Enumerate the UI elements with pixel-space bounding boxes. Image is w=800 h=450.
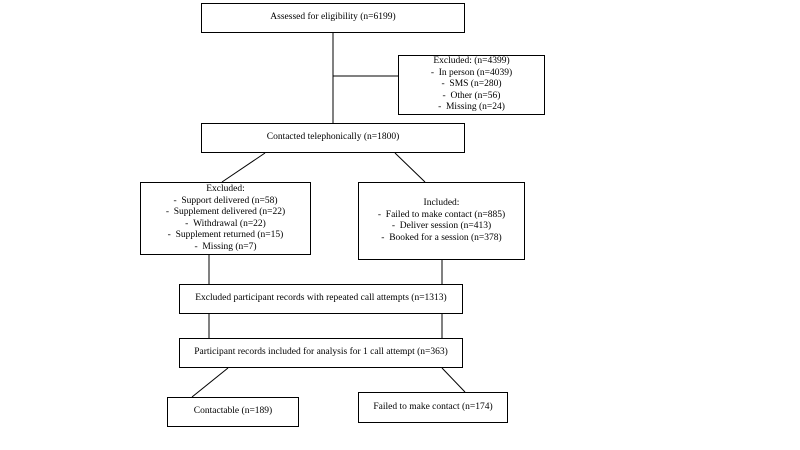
contactable-box: Contactable (n=189) (167, 397, 299, 427)
repeated-attempts-text: Excluded participant records with repeat… (195, 293, 447, 304)
included-right-item: Deliver session (n=413) (378, 221, 505, 233)
contactable-text: Contactable (n=189) (193, 406, 273, 417)
included-right-item: Booked for a session (n=378) (378, 233, 505, 245)
excluded-left-title: Excluded: (206, 184, 245, 194)
failed-contact-text: Failed to make contact (n=174) (373, 401, 493, 412)
excluded-left-item: Supplement delivered (n=22) (166, 207, 285, 219)
excluded-left-item: Missing (n=7) (166, 242, 285, 254)
repeated-attempts-box: Excluded participant records with repeat… (179, 284, 463, 314)
excluded-top-item: SMS (n=280) (431, 79, 512, 91)
assessed-text: Assessed for eligibility (n=6199) (270, 12, 396, 23)
excluded-top-list: In person (n=4039) SMS (n=280) Other (n=… (431, 68, 512, 114)
excluded-left-item: Support delivered (n=58) (166, 196, 285, 208)
excluded-left-box: Excluded: Support delivered (n=58) Suppl… (140, 182, 311, 255)
excluded-left-item: Withdrawal (n=22) (166, 219, 285, 231)
analysis-text: Participant records included for analysi… (194, 347, 448, 358)
included-right-list: Failed to make contact (n=885) Deliver s… (378, 210, 505, 245)
excluded-top-box: Excluded: (n=4399) In person (n=4039) SM… (398, 55, 545, 115)
connector-contacted-to-included (394, 152, 426, 183)
excluded-left-item: Supplement returned (n=15) (166, 230, 285, 242)
contacted-text: Contacted telephonically (n=1800) (266, 132, 400, 143)
excluded-top-item: Other (n=56) (431, 91, 512, 103)
excluded-top-item: Missing (n=24) (431, 102, 512, 114)
connector-analysis-to-failed (441, 367, 466, 393)
excluded-top-title: Excluded: (n=4399) (433, 56, 510, 67)
connector-analysis-to-contactable (191, 367, 229, 398)
included-right-item: Failed to make contact (n=885) (378, 210, 505, 222)
excluded-left-list: Support delivered (n=58) Supplement deli… (166, 196, 285, 254)
contacted-box: Contacted telephonically (n=1800) (201, 123, 465, 153)
failed-contact-box: Failed to make contact (n=174) (358, 392, 508, 423)
assessed-box: Assessed for eligibility (n=6199) (201, 3, 465, 33)
included-right-box: Included: Failed to make contact (n=885)… (358, 182, 525, 260)
excluded-top-item: In person (n=4039) (431, 68, 512, 80)
included-right-title: Included: (423, 198, 460, 208)
analysis-box: Participant records included for analysi… (179, 338, 463, 368)
connector-contacted-to-excluded (221, 152, 266, 183)
